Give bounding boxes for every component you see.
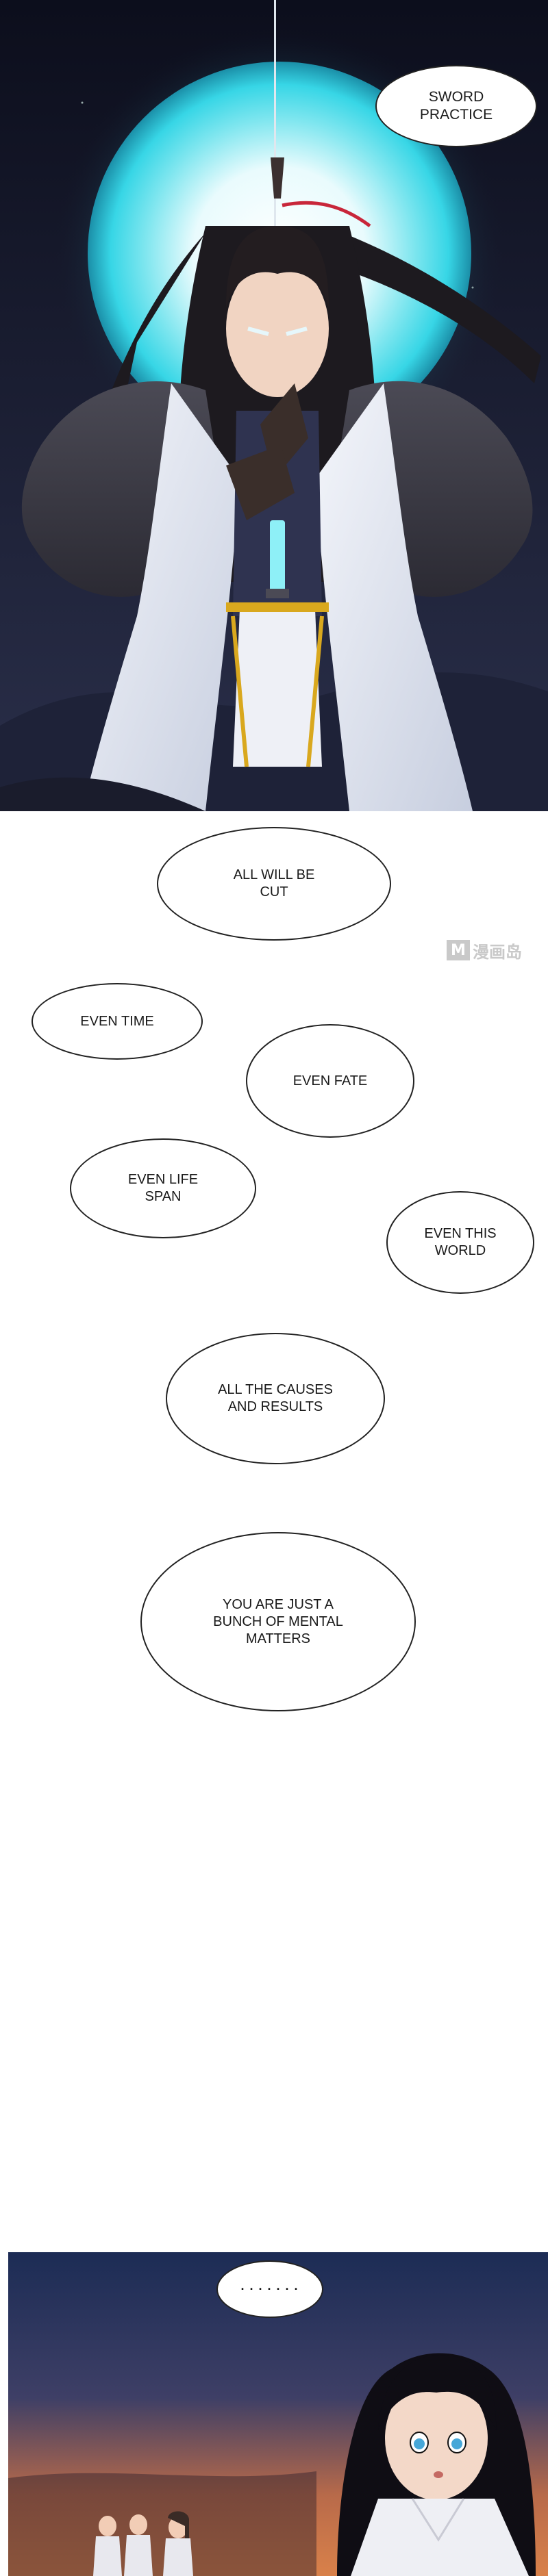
speech-bubble-even-time: EVEN TIME [32, 983, 203, 1060]
comic-panel-dusk-reaction: · · · · · · · [8, 2252, 548, 2576]
speech-bubble-ellipsis: · · · · · · · [216, 2260, 323, 2318]
speech-bubble-even-this-world: EVEN THIS WORLD [386, 1191, 534, 1294]
speech-bubble-even-fate: EVEN FATE [246, 1024, 414, 1138]
speech-bubble-all-will-be-cut: ALL WILL BE CUT [157, 827, 391, 941]
speech-bubble-even-life-span: EVEN LIFE SPAN [70, 1138, 256, 1238]
watermark-text: 漫画岛 [473, 942, 522, 962]
sword-practice-illustration [0, 0, 548, 811]
speech-bubble-mental-matters: YOU ARE JUST A BUNCH OF MENTAL MATTERS [140, 1532, 416, 1711]
speech-bubble-all-the-causes: ALL THE CAUSES AND RESULTS [166, 1333, 385, 1464]
watermark-logo-icon: M [447, 940, 470, 960]
sword-practice-caption-bubble: SWORD PRACTICE [375, 65, 537, 147]
comic-panel-sword-practice: SWORD PRACTICE [0, 0, 548, 811]
watermark: M 漫画岛 [447, 939, 548, 962]
